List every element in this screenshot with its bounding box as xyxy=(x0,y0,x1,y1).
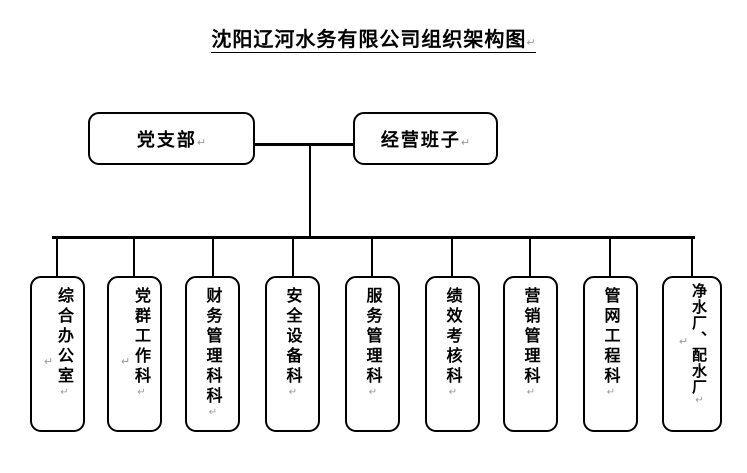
paragraph-mark-icon: ↵ xyxy=(525,387,537,398)
node-pipeline-engineering-label: 管网工程科↵ xyxy=(601,287,621,398)
node-safety-equipment-text: 安全设备科 xyxy=(283,287,303,387)
paragraph-mark-icon: ↵ xyxy=(59,387,70,398)
node-water-plants[interactable]: 净水厂、配水厂↵ ↵ xyxy=(662,276,722,432)
node-water-plants-text: 净水厂、配水厂 xyxy=(690,283,708,395)
node-performance-appraisal-label: 绩效考核科↵ xyxy=(443,287,463,398)
node-party-mass-work-label: 党群工作科↵ xyxy=(132,287,151,398)
node-party-mass-work[interactable]: 党群工作科↵ ↵ xyxy=(107,276,162,432)
connector-drop-finance-management xyxy=(212,236,214,276)
node-general-office[interactable]: 综合办公室↵ ↵ xyxy=(30,276,85,432)
connector-trunk-vertical xyxy=(309,144,311,238)
node-pipeline-engineering[interactable]: 管网工程科↵ xyxy=(583,276,638,432)
node-management-team-text: 经营班子 xyxy=(380,129,461,151)
paragraph-mark-icon: ↵ xyxy=(677,335,690,350)
node-finance-management-label: 财务管理科科↵ xyxy=(203,287,223,418)
connector-drop-water-plants xyxy=(691,236,693,276)
node-pipeline-engineering-text: 管网工程科 xyxy=(601,287,621,387)
paragraph-mark-icon: ↵ xyxy=(42,355,55,370)
connector-drop-safety-equipment xyxy=(292,236,294,276)
node-safety-equipment[interactable]: 安全设备科↵ xyxy=(265,276,320,432)
paragraph-mark-icon: ↵ xyxy=(367,387,379,398)
node-party-branch-label: 党支部↵ xyxy=(137,126,206,152)
connector-drop-service-management xyxy=(371,236,373,276)
connector-drop-performance-appraisal xyxy=(451,236,453,276)
connector-bus-bar xyxy=(52,236,695,239)
paragraph-mark-icon: ↵ xyxy=(460,135,471,149)
node-party-branch-text: 党支部 xyxy=(136,129,197,151)
paragraph-mark-icon: ↵ xyxy=(287,387,299,398)
node-performance-appraisal[interactable]: 绩效考核科↵ xyxy=(425,276,480,432)
node-marketing-management[interactable]: 营销管理科↵ xyxy=(503,276,558,432)
paragraph-mark-icon: ↵ xyxy=(207,407,219,418)
paragraph-mark-icon: ↵ xyxy=(526,36,536,49)
connector-drop-pipeline-engineering xyxy=(609,236,611,276)
node-safety-equipment-label: 安全设备科↵ xyxy=(283,287,303,398)
page-title-label: 沈阳辽河水务有限公司组织架构图 xyxy=(211,27,527,51)
paragraph-mark-icon: ↵ xyxy=(447,387,459,398)
paragraph-mark-icon: ↵ xyxy=(196,135,207,149)
node-performance-appraisal-text: 绩效考核科 xyxy=(443,287,463,387)
page-title-text: 沈阳辽河水务有限公司组织架构图↵ xyxy=(211,27,536,53)
node-party-mass-work-text: 党群工作科 xyxy=(132,287,151,387)
node-general-office-label: 综合办公室↵ xyxy=(55,287,74,398)
node-service-management[interactable]: 服务管理科↵ xyxy=(345,276,400,432)
node-party-branch[interactable]: 党支部↵ xyxy=(88,112,255,165)
node-finance-management-text: 财务管理科科 xyxy=(203,287,223,407)
node-finance-management[interactable]: 财务管理科科↵ xyxy=(185,276,240,432)
node-water-plants-label: 净水厂、配水厂↵ xyxy=(690,283,708,406)
node-service-management-label: 服务管理科↵ xyxy=(363,287,383,398)
node-management-team-label: 经营班子↵ xyxy=(381,126,470,152)
node-marketing-management-text: 营销管理科 xyxy=(521,287,541,387)
connector-drop-marketing-management xyxy=(529,236,531,276)
paragraph-mark-icon: ↵ xyxy=(605,387,617,398)
page-title: 沈阳辽河水务有限公司组织架构图↵ xyxy=(0,28,747,53)
node-marketing-management-label: 营销管理科↵ xyxy=(521,287,541,398)
paragraph-mark-icon: ↵ xyxy=(694,395,705,406)
node-service-management-text: 服务管理科 xyxy=(363,287,383,387)
connector-drop-party-mass-work xyxy=(133,236,135,276)
connector-drop-general-office xyxy=(56,236,58,276)
paragraph-mark-icon: ↵ xyxy=(119,355,132,370)
connector-top-horizontal xyxy=(255,143,353,146)
paragraph-mark-icon: ↵ xyxy=(136,387,147,398)
node-management-team[interactable]: 经营班子↵ xyxy=(353,112,498,165)
node-general-office-text: 综合办公室 xyxy=(55,287,74,387)
